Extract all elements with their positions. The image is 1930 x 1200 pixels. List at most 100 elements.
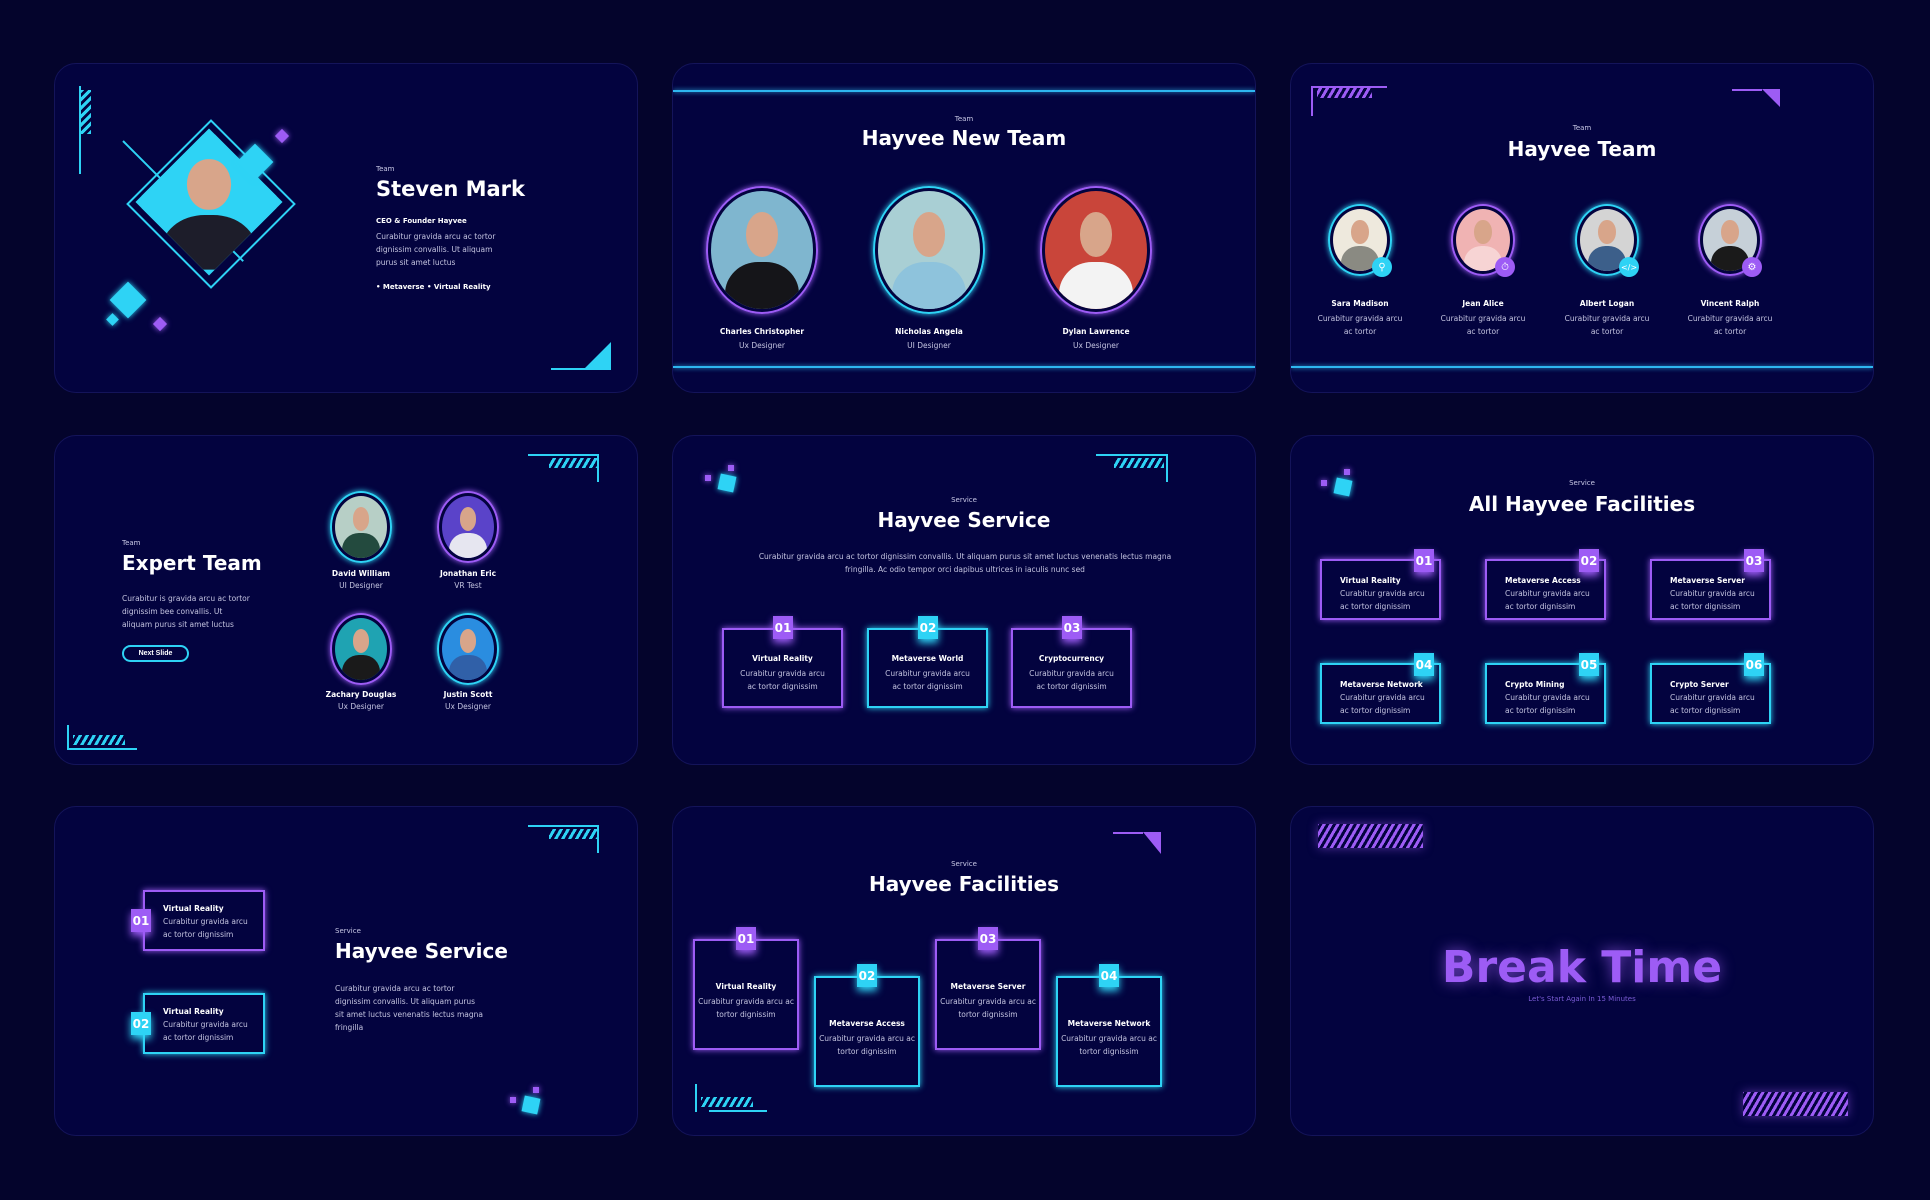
member-name: Jonathan Eric [439, 569, 497, 578]
member-role: Ux Designer [338, 702, 384, 711]
gears-icon: ⚙ [1742, 257, 1762, 277]
card-title: Metaverse Network [1340, 680, 1423, 689]
slide-all-facilities[interactable]: Service All Hayvee Facilities 01 Virtual… [1290, 435, 1874, 765]
tag-metaverse: • Metaverse [376, 283, 425, 291]
card-desc: Curabitur gravida arcu ac tortor digniss… [163, 917, 248, 939]
card-number: 01 [773, 616, 793, 639]
line-decoration [551, 368, 591, 370]
stripes-decoration [81, 90, 91, 134]
member-role: VR Test [454, 581, 482, 590]
member-role: Ux Designer [445, 702, 491, 711]
member-name: Zachary Douglas [325, 690, 397, 699]
card-desc: Curabitur gravida arcu ac tortor digniss… [1340, 589, 1425, 611]
line-decoration [528, 454, 598, 456]
diamond-decoration [106, 313, 119, 326]
break-title: Break Time [1441, 942, 1723, 993]
avatar-david [330, 491, 392, 563]
member-name: Jean Alice [1462, 299, 1504, 308]
member-desc: Curabitur gravida arcu ac tortor [1440, 314, 1526, 336]
facility-card [1485, 559, 1606, 620]
stripes-decoration [1317, 86, 1372, 98]
card-number: 01 [131, 909, 151, 932]
member-desc: Curabitur gravida arcu ac tortor [1564, 314, 1650, 336]
line-decoration [1732, 89, 1762, 91]
triangle-decoration [1143, 832, 1161, 854]
member-desc: Curabitur gravida arcu ac tortor [1317, 314, 1403, 336]
line-decoration [67, 725, 69, 749]
kicker: Service [335, 927, 361, 935]
line-decoration [67, 748, 137, 750]
slide-steven-mark[interactable]: Team Steven Mark CEO & Founder Hayvee Cu… [54, 63, 638, 393]
divider-line [1291, 366, 1873, 368]
member-role: Ux Designer [1073, 341, 1119, 350]
square-decoration [510, 1097, 516, 1103]
section-body: Curabitur gravida arcu ac tortor digniss… [758, 552, 1172, 574]
square-decoration [1321, 480, 1327, 486]
tag-label: Metaverse [382, 283, 425, 291]
slide-hayvee-facilities[interactable]: Service Hayvee Facilities 01 Virtual Rea… [672, 806, 1256, 1136]
member-name: Charles Christopher [719, 327, 805, 336]
card-desc: Curabitur gravida arcu ac tortor digniss… [740, 669, 825, 691]
triangle-decoration [1762, 89, 1780, 107]
next-slide-button[interactable]: Next Slide [122, 645, 189, 662]
avatar-jonathan [437, 491, 499, 563]
kicker: Team [122, 539, 141, 547]
stopwatch-icon: ⏱ [1495, 257, 1515, 277]
kicker: Team [376, 165, 395, 173]
kicker: Team [954, 115, 974, 123]
card-title: Crypto Server [1670, 680, 1729, 689]
card-desc: Curabitur gravida arcu ac tortor digniss… [1340, 693, 1425, 715]
person-bio: Curabitur gravida arcu ac tortor digniss… [376, 232, 496, 267]
stripes-decoration [549, 458, 599, 468]
member-name: Justin Scott [443, 690, 493, 699]
slide-break-time[interactable]: Break Time Let's Start Again In 15 Minut… [1290, 806, 1874, 1136]
slide-expert-team[interactable]: Team Expert Team Curabitur is gravida ar… [54, 435, 638, 765]
facility-card [1650, 663, 1771, 724]
card-title: Metaverse Server [950, 982, 1026, 991]
card-desc: Curabitur gravida arcu ac tortor digniss… [885, 669, 970, 691]
triangle-decoration [583, 342, 611, 370]
slide-new-team[interactable]: Team Hayvee New Team Charles Christopher… [672, 63, 1256, 393]
line-decoration [597, 454, 599, 482]
card-desc: Curabitur gravida arcu ac tortor digniss… [1670, 589, 1755, 611]
card-number: 03 [1744, 549, 1764, 572]
kicker: Service [951, 496, 977, 504]
slide-title: All Hayvee Facilities [1468, 492, 1696, 516]
diamond-decoration [152, 316, 168, 332]
kicker: Service [951, 860, 977, 868]
divider-line [673, 366, 1255, 368]
card-number: 02 [918, 616, 938, 639]
card-desc: Curabitur gravida arcu ac tortor digniss… [1505, 589, 1590, 611]
member-name: Albert Logan [1579, 299, 1635, 308]
member-name: Sara Madison [1331, 299, 1389, 308]
square-decoration [705, 475, 711, 481]
card-title: Cryptocurrency [1038, 654, 1105, 663]
card-title: Metaverse Server [1670, 576, 1745, 585]
card-desc: Curabitur gravida arcu ac tortor digniss… [1029, 669, 1114, 691]
slide-hayvee-team[interactable]: Team Hayvee Team ⚲ ⏱ </> ⚙ Sara Madison … [1290, 63, 1874, 393]
card-number: 03 [978, 927, 998, 950]
slide-title: Hayvee Service [335, 939, 508, 963]
slide-title: Hayvee Service [877, 508, 1051, 532]
stripes-decoration [701, 1097, 753, 1107]
avatar-justin [437, 613, 499, 685]
stripes-decoration [1318, 824, 1423, 848]
square-decoration [533, 1087, 539, 1093]
facility-card [1320, 559, 1441, 620]
tag-virtual-reality: • Virtual Reality [427, 283, 491, 291]
slide-title: Steven Mark [376, 177, 525, 201]
facility-card [1650, 559, 1771, 620]
member-name: Dylan Lawrence [1062, 327, 1130, 336]
slide-hayvee-service-2[interactable]: 01 Virtual Reality Curabitur gravida arc… [54, 806, 638, 1136]
member-desc: Curabitur gravida arcu ac tortor [1687, 314, 1773, 336]
stripes-decoration [73, 735, 125, 745]
person-role: CEO & Founder Hayvee [376, 217, 467, 225]
square-decoration [1344, 469, 1350, 475]
section-body: Curabitur gravida arcu ac tortor digniss… [335, 984, 484, 1032]
card-desc: Curabitur gravida arcu ac tortor digniss… [698, 997, 794, 1019]
member-role: UI Designer [339, 581, 383, 590]
member-name: Vincent Ralph [1700, 299, 1760, 308]
card-number: 01 [1414, 549, 1434, 572]
stripes-decoration [1743, 1092, 1848, 1116]
slide-hayvee-service[interactable]: Service Hayvee Service Curabitur gravida… [672, 435, 1256, 765]
